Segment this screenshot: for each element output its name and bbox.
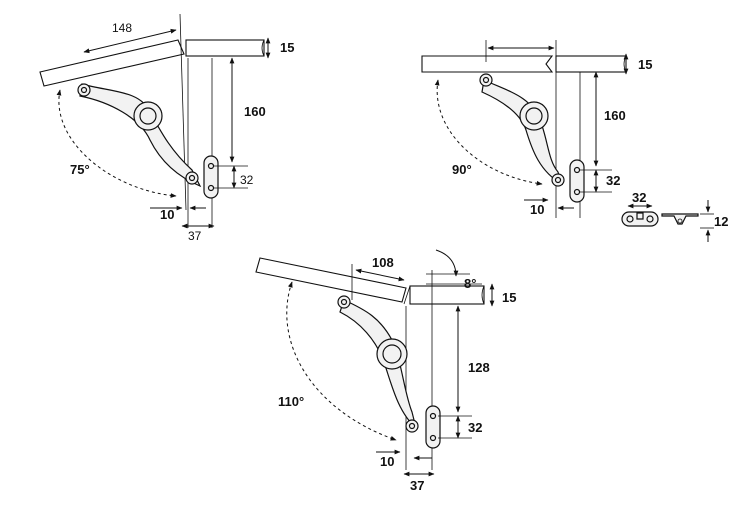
- offset-label: 10: [380, 454, 394, 469]
- thickness-label: 15: [502, 290, 516, 305]
- hinge-arm: [339, 299, 418, 430]
- angle-label: 90°: [452, 162, 472, 177]
- hinge-arm: [481, 79, 564, 186]
- offset-label: 10: [530, 202, 544, 217]
- mounting-plate: [425, 405, 441, 449]
- thickness-label: 15: [638, 57, 652, 72]
- cabinet-panel: [409, 285, 485, 305]
- lid-panel: [421, 55, 554, 73]
- plate-height-label: 12: [714, 214, 728, 229]
- diagram-75-degree: 148 15 160 32 10 37 75°: [39, 13, 294, 243]
- plate-detail: 32 12: [621, 190, 728, 242]
- cabinet-panel: [555, 55, 627, 73]
- diagram-90-degree: 15 160 32 10 90°: [421, 40, 652, 218]
- base-label: 37: [188, 229, 202, 243]
- angle-label: 110°: [278, 394, 304, 409]
- diagram-110-degree: 108 8° 15 128 32 10 37: [255, 249, 516, 493]
- hinge-arm: [79, 83, 202, 188]
- hole-spacing-label: 32: [468, 420, 482, 435]
- hole-spacing-label: 32: [240, 173, 254, 187]
- hole-spacing-label: 32: [606, 173, 620, 188]
- tilt-label: 8°: [464, 276, 476, 291]
- base-label: 37: [410, 478, 424, 493]
- mounting-plate: [203, 155, 219, 199]
- height-label: 160: [604, 108, 626, 123]
- width-label: 148: [112, 21, 132, 35]
- angle-label: 75°: [70, 162, 90, 177]
- lid-panel: [39, 39, 185, 87]
- width-label: 108: [372, 255, 394, 270]
- cabinet-panel: [185, 39, 265, 57]
- height-label: 128: [468, 360, 490, 375]
- plate-spacing-label: 32: [632, 190, 646, 205]
- height-label: 160: [244, 104, 266, 119]
- offset-label: 10: [160, 207, 174, 222]
- mounting-plate: [569, 159, 585, 203]
- thickness-label: 15: [280, 40, 294, 55]
